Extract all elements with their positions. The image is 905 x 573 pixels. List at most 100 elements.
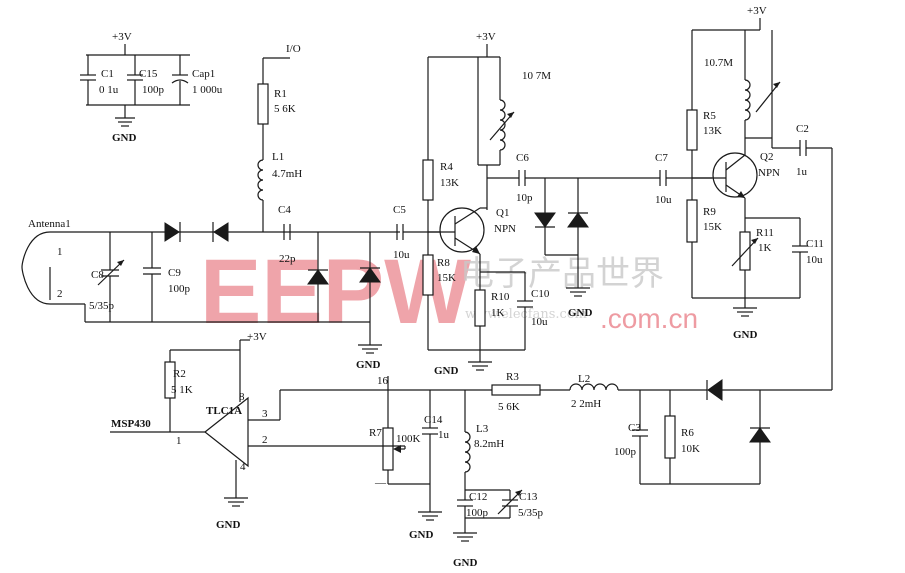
gnd-label-limiter: GND: [568, 307, 593, 319]
R7-value: 100K: [396, 433, 421, 445]
opamp-pin4: 4: [240, 461, 246, 473]
L1-ref: L1: [272, 151, 284, 163]
R10-value: 1K: [491, 307, 505, 319]
tank1-label: 10 7M: [522, 70, 551, 82]
opamp-label: TLC1A: [206, 405, 242, 417]
C13-ref: C13: [519, 491, 538, 503]
R6-body: [664, 415, 676, 459]
R3-value: 5 6K: [498, 401, 520, 413]
diode-d1-icon: [164, 222, 180, 242]
C2-ref: C2: [796, 123, 809, 135]
Cap1-ref: Cap1: [192, 68, 215, 80]
R1-ref: R1: [274, 88, 287, 100]
R11-value: 1K: [758, 242, 772, 254]
R7-body: [382, 427, 394, 471]
watermark-site-cn: 电子产品世界: [460, 254, 664, 294]
opamp-pin2: 2: [262, 434, 268, 446]
R8-value: 15K: [437, 272, 456, 284]
diode-d4-icon: [359, 267, 381, 283]
R6-value: 10K: [681, 443, 700, 455]
R5-value: 13K: [703, 125, 722, 137]
Q1-type: NPN: [494, 223, 516, 235]
antenna-pin1: 1: [57, 246, 63, 258]
gnd-label-q1: GND: [434, 365, 459, 377]
watermark-site-url: www.elecfans.com: [465, 307, 587, 322]
opamp-block: TLC1A +3V R2 5 1K 8 3 2 4 GND MSP430 1: [110, 331, 406, 531]
Q1-body: [439, 207, 485, 253]
C1-ref: C1: [101, 68, 114, 80]
msp430-label: MSP430: [111, 418, 151, 430]
amplifier-stage-2: C7 10u +3V R5 13K R9 15K 10.7M Q2: [655, 5, 833, 390]
R8-ref: R8: [437, 257, 450, 269]
C3-value: 100p: [614, 446, 637, 458]
vplus-label-opamp: +3V: [247, 331, 267, 343]
Q2-body: [712, 152, 758, 198]
C14-ref: C14: [424, 414, 443, 426]
R9-value: 15K: [703, 221, 722, 233]
R4-body: [422, 159, 434, 201]
C13-value: 5/35p: [518, 507, 544, 519]
gnd-label-opamp: GND: [216, 519, 241, 531]
diode-d5-icon: [534, 212, 556, 228]
C5-ref: C5: [393, 204, 406, 216]
R7-ref: R7: [369, 427, 382, 439]
R5-ref: R5: [703, 110, 716, 122]
L1-value: 4.7mH: [272, 168, 302, 180]
C4-ref: C4: [278, 204, 291, 216]
decoupling-block: +3V C1 0 1u C15 100p Cap1 1 000u GND: [80, 31, 223, 144]
C10-ref: C10: [531, 288, 550, 300]
opamp-pin1: 1: [176, 435, 182, 447]
R4-value: 13K: [440, 177, 459, 189]
R10-ref: R10: [491, 291, 510, 303]
vplus-label: +3V: [112, 31, 132, 43]
bias-network: L3 8.2mH C12 100p C13 5/35p GND R7 100K …: [369, 375, 544, 569]
Q1-ref: Q1: [496, 207, 509, 219]
C6-ref: C6: [516, 152, 529, 164]
opamp-pin3: 3: [262, 408, 268, 420]
io-label: I/O: [286, 43, 301, 55]
C10-value: 10u: [531, 316, 548, 328]
minus-label: —: [374, 477, 387, 489]
gnd-label-q2: GND: [733, 329, 758, 341]
gnd-label: GND: [112, 132, 137, 144]
vplus-label-q2: +3V: [747, 5, 767, 17]
C7-ref: C7: [655, 152, 668, 164]
C3-ref: C3: [628, 422, 641, 434]
antenna-loop-icon: [21, 231, 85, 305]
diode-d8-icon: [749, 427, 771, 443]
R3-ref: R3: [506, 371, 519, 383]
C12-value: 100p: [466, 507, 489, 519]
L1-coil: [257, 159, 264, 201]
L3-coil: [464, 431, 471, 473]
C14-value: 1u: [438, 429, 450, 441]
diode-d3-icon: [307, 269, 329, 285]
C7-value: 10u: [655, 194, 672, 206]
amplifier-stage-1: +3V R4 13K R8 15K 10 7M Q1 NPN: [422, 31, 660, 377]
Q2-type: NPN: [758, 167, 780, 179]
antenna-pin2: 2: [57, 288, 63, 300]
C1-value: 0 1u: [99, 84, 119, 96]
C15-value: 100p: [142, 84, 165, 96]
R5-body: [686, 109, 698, 151]
diode-d2-icon: [213, 222, 229, 242]
node16-label: 16: [377, 375, 389, 387]
R3-body: [491, 384, 541, 396]
R11-ref: R11: [756, 227, 774, 239]
C8-value: 5/35p: [89, 300, 115, 312]
Cap1-value: 1 000u: [192, 84, 223, 96]
L2-ref: L2: [578, 373, 590, 385]
C11-value: 10u: [806, 254, 823, 266]
opamp-pin8: 8: [239, 391, 245, 403]
tank2-coil: [744, 79, 751, 121]
R11-body: [739, 231, 751, 271]
C8-ref: C8: [91, 269, 104, 281]
C11-ref: C11: [806, 238, 824, 250]
R2-ref: R2: [173, 368, 186, 380]
R9-ref: R9: [703, 206, 716, 218]
R9-body: [686, 199, 698, 243]
R8-body: [422, 254, 434, 296]
C2-value: 1u: [796, 166, 808, 178]
diode-d6-icon: [567, 212, 589, 228]
gnd-label-l3: GND: [453, 557, 478, 569]
